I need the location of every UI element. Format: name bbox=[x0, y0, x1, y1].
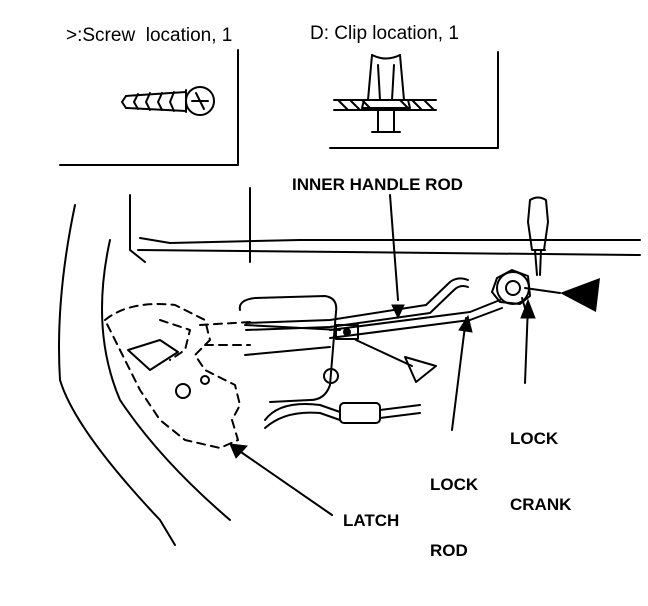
clip-icon bbox=[333, 54, 437, 133]
label-lock-crank-line-2: CRANK bbox=[510, 495, 572, 514]
lock-rod bbox=[329, 299, 501, 331]
door-latch-diagram bbox=[58, 49, 641, 546]
label-lock-crank: LOCK CRANK bbox=[510, 384, 571, 560]
leader-clip-marker bbox=[355, 339, 413, 367]
leader-inner-handle-rod bbox=[389, 194, 399, 301]
arrow-lock-rod bbox=[458, 314, 473, 333]
legend-clip-location: D: Clip location, 1 bbox=[310, 23, 459, 44]
wire-harness bbox=[264, 403, 341, 421]
screw-icon bbox=[121, 86, 215, 116]
legend-screw-location: >:Screw location, 1 bbox=[66, 25, 233, 46]
label-lock-rod: LOCK ROD bbox=[430, 430, 478, 606]
arrow-latch bbox=[229, 443, 249, 459]
label-latch: LATCH bbox=[343, 511, 400, 530]
rod-bracket bbox=[238, 295, 338, 403]
label-lock-crank-line-1: LOCK bbox=[510, 429, 559, 448]
leader-screw-marker bbox=[524, 287, 561, 294]
label-inner-handle-rod: INNER HANDLE ROD bbox=[292, 175, 463, 194]
inner-handle-rod bbox=[245, 277, 469, 324]
latch-assembly bbox=[104, 303, 251, 449]
legend-frame bbox=[59, 49, 239, 166]
diagram-stage: >:Screw location, 1 D: Clip location, 1 … bbox=[58, 23, 641, 560]
door-panel-outline bbox=[58, 204, 176, 546]
leader-lock-rod bbox=[451, 317, 467, 431]
latch-lever bbox=[127, 339, 179, 371]
leader-latch bbox=[237, 449, 333, 516]
arrow-lock-crank bbox=[520, 298, 536, 319]
arrow-inner-handle-rod bbox=[391, 304, 405, 320]
screw-location-marker bbox=[560, 278, 600, 312]
lock-knob-rod bbox=[534, 249, 542, 276]
clip-location-marker bbox=[404, 356, 437, 383]
label-lock-rod-line-2: ROD bbox=[430, 541, 468, 560]
rod-clip-marker bbox=[335, 324, 359, 340]
legend-frame-right bbox=[329, 51, 499, 149]
label-lock-rod-line-1: LOCK bbox=[430, 475, 479, 494]
